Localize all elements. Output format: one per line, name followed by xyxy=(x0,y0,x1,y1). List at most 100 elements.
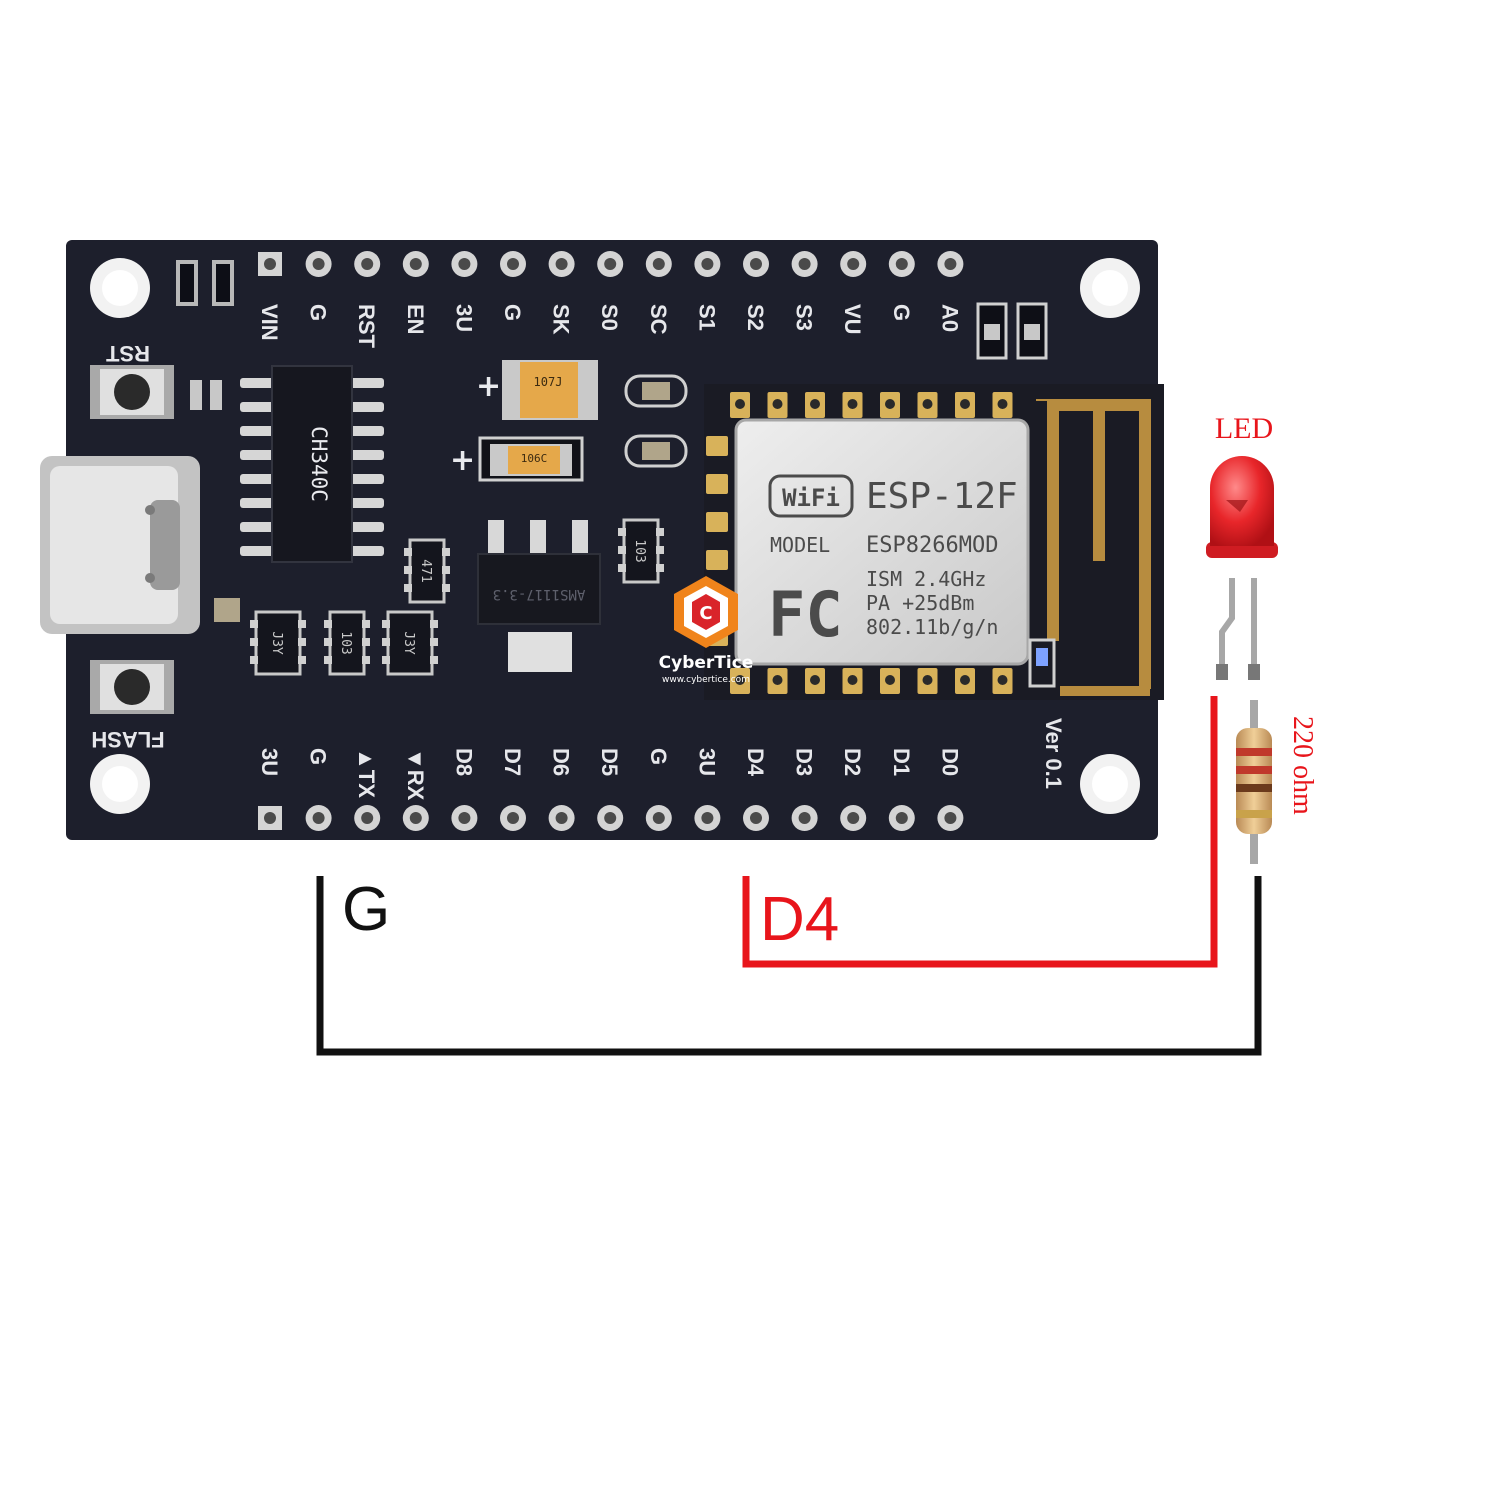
usb-c-port xyxy=(40,456,200,634)
top-pin-label-2: RST xyxy=(354,304,379,349)
top-pin-vin xyxy=(258,252,282,276)
model-value: ESP8266MOD xyxy=(866,533,998,558)
bottom-pin-d4 xyxy=(743,805,769,831)
top-pin-g xyxy=(500,251,526,277)
top-pin-label-3: EN xyxy=(403,304,428,335)
signal-wire-label: D4 xyxy=(760,885,839,954)
svg-text:107J: 107J xyxy=(534,375,563,389)
model-label: MODEL xyxy=(770,533,830,557)
top-pin-s1 xyxy=(694,251,721,277)
top-pin-label-12: VU xyxy=(840,304,865,335)
esp12f-module: WiFi ESP-12F MODEL ESP8266MOD FC ISM 2.4… xyxy=(704,384,1164,700)
bottom-pin-label-11: D3 xyxy=(792,748,817,776)
bottom-pin-g xyxy=(305,805,332,831)
bottom-pin-label-14: D0 xyxy=(937,748,962,776)
top-pin-label-13: G xyxy=(889,304,914,321)
bottom-pin-d2 xyxy=(840,805,867,831)
voltage-regulator: AMS1117-3.3 xyxy=(477,520,601,672)
bottom-header-pins xyxy=(258,805,964,831)
bottom-pin-tx xyxy=(354,805,381,831)
board-version: Ver 0.1 xyxy=(1041,718,1066,789)
svg-text:103: 103 xyxy=(632,539,647,562)
module-spec-3: 802.11b/g/n xyxy=(866,615,998,639)
cybertice-logo: C CyberTice www.cybertice.com xyxy=(659,576,753,685)
top-pin-label-10: S2 xyxy=(743,304,768,331)
wifi-logo: WiFi xyxy=(782,484,840,512)
led-component xyxy=(1206,456,1278,680)
top-pin-g xyxy=(305,251,332,277)
top-pin-label-0: VIN xyxy=(257,304,282,341)
reset-button[interactable] xyxy=(90,365,174,419)
fcc-mark: FC xyxy=(768,578,843,651)
bottom-pin-d1 xyxy=(888,805,915,831)
top-pin-sk xyxy=(548,251,575,277)
top-pin-vu xyxy=(840,251,867,277)
bottom-pin-d5 xyxy=(597,805,624,831)
svg-text:103: 103 xyxy=(338,631,353,654)
tantalum-capacitor-2: + 106C xyxy=(450,436,584,482)
flash-button[interactable] xyxy=(90,660,174,714)
svg-text:106C: 106C xyxy=(521,452,548,465)
cybertice-url: www.cybertice.com xyxy=(662,675,750,685)
usb-serial-chip: CH340C xyxy=(240,365,384,563)
top-pin-sc xyxy=(645,251,672,277)
top-pin-label-9: S1 xyxy=(694,304,719,331)
top-pin-label-14: A0 xyxy=(937,304,962,332)
smd-resistor-3: J3Y xyxy=(250,610,306,676)
module-name: ESP-12F xyxy=(866,476,1018,517)
top-pin-s3 xyxy=(791,251,818,277)
ground-wire xyxy=(316,876,1262,1056)
resistor-label: 220 ohm xyxy=(1287,716,1318,815)
smd-resistor-0: 103 xyxy=(618,518,664,584)
smd-resistor-1: 471 xyxy=(404,538,450,604)
top-header-pins xyxy=(258,251,964,277)
top-pin-label-6: SK xyxy=(549,304,574,335)
reset-button-label: RST xyxy=(105,341,150,366)
bottom-pin-label-13: D1 xyxy=(889,748,914,776)
svg-text:+: + xyxy=(450,443,475,478)
signal-wire xyxy=(742,696,1218,968)
top-pin-3u xyxy=(451,251,478,277)
svg-text:J3Y: J3Y xyxy=(401,631,416,655)
smd-resistor-4: J3Y xyxy=(382,610,438,676)
smd-top-right xyxy=(976,302,1048,360)
bottom-pin-3u xyxy=(694,805,721,831)
bottom-pin-label-4: D8 xyxy=(451,748,476,776)
top-pin-s2 xyxy=(743,251,769,277)
svg-text:+: + xyxy=(476,369,501,404)
top-pin-en xyxy=(402,251,429,277)
svg-text:AMS1117-3.3: AMS1117-3.3 xyxy=(493,586,586,602)
bottom-pin-d8 xyxy=(451,805,478,831)
bottom-pin-g xyxy=(645,805,672,831)
svg-text:J3Y: J3Y xyxy=(269,631,284,655)
bottom-pin-rx xyxy=(402,805,429,831)
bottom-pin-label-9: 3U xyxy=(694,748,719,776)
top-pin-label-5: G xyxy=(500,304,525,321)
top-pin-label-11: S3 xyxy=(792,304,817,331)
top-pin-g xyxy=(888,251,915,277)
bottom-pin-label-2: ▲TX xyxy=(354,748,379,798)
top-pin-label-8: SC xyxy=(646,304,671,335)
top-pin-s0 xyxy=(597,251,624,277)
bottom-pin-label-1: G xyxy=(306,748,331,765)
top-pin-a0 xyxy=(937,251,964,277)
bottom-pin-d0 xyxy=(937,805,964,831)
bottom-pin-d6 xyxy=(548,805,575,831)
bottom-pin-d3 xyxy=(791,805,818,831)
mounting-holes xyxy=(90,258,1140,814)
module-spec-1: ISM 2.4GHz xyxy=(866,567,986,591)
top-pin-rst xyxy=(354,251,381,277)
top-pin-label-7: S0 xyxy=(597,304,622,331)
bottom-pin-d7 xyxy=(500,805,526,831)
ground-wire-label: G xyxy=(342,875,390,944)
smd-diodes xyxy=(176,260,234,410)
smd-capacitors xyxy=(214,374,688,622)
bottom-pin-label-10: D4 xyxy=(743,748,768,777)
bottom-pin-label-3: ▼RX xyxy=(403,748,428,801)
module-spec-2: PA +25dBm xyxy=(866,591,974,615)
led-label: LED xyxy=(1215,412,1273,445)
